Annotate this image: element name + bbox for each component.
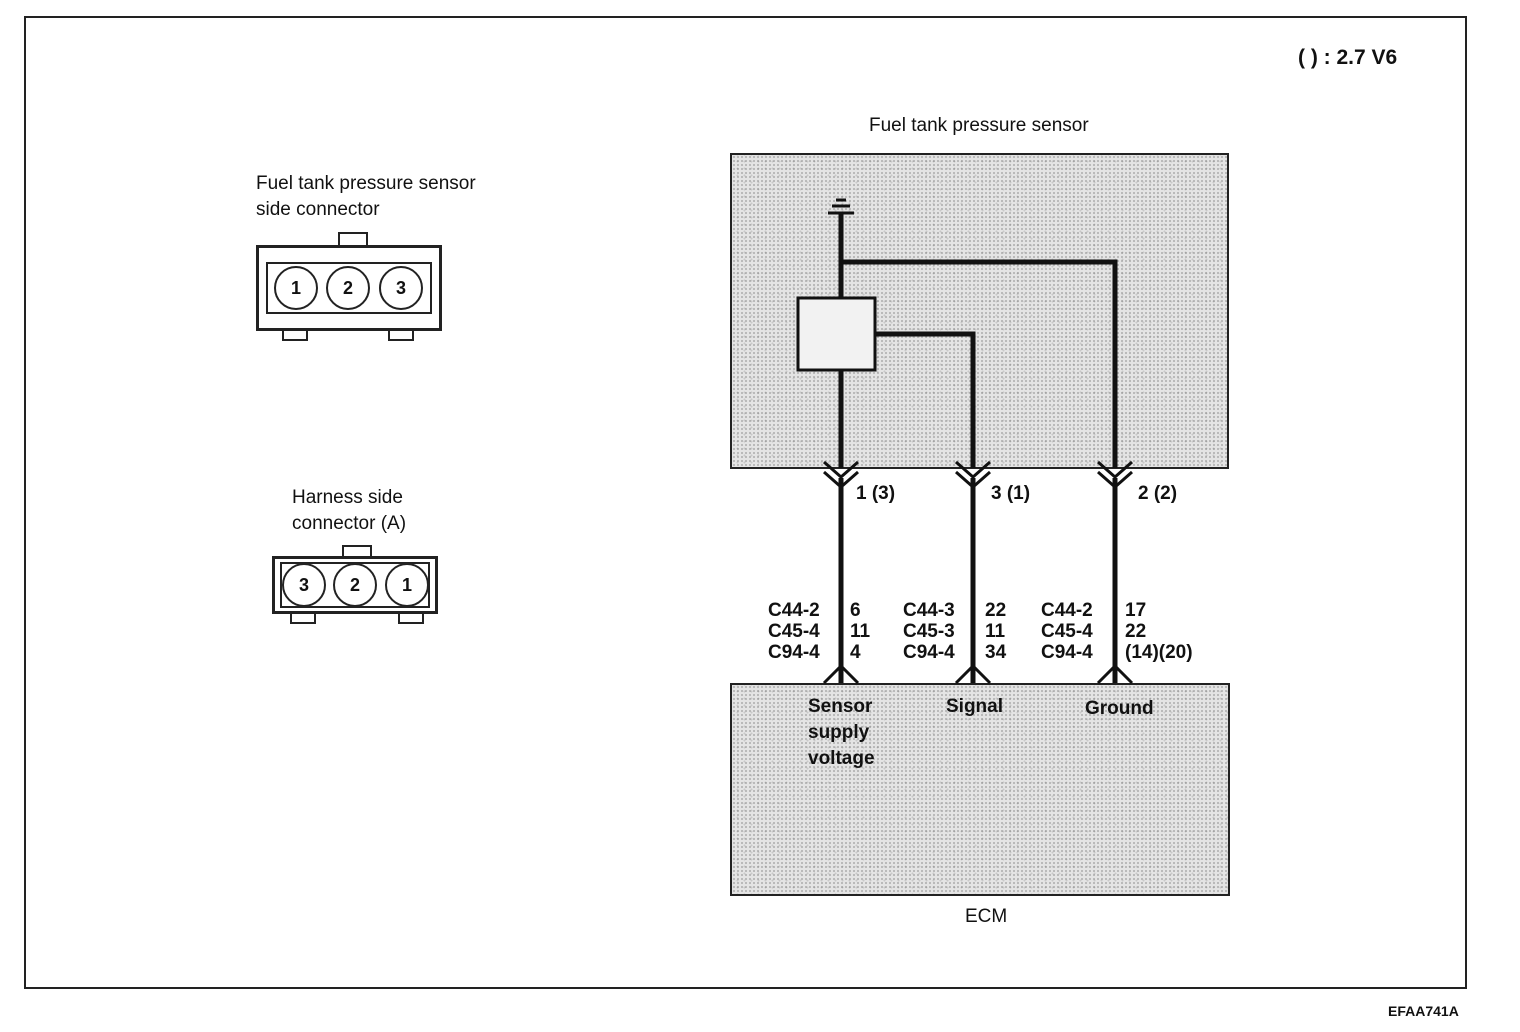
ecm-box [730,683,1230,896]
harness-pin-1: 1 [385,563,429,607]
ecm-chevron-2 [1096,663,1134,685]
ecm-label: ECM [965,906,1008,927]
wire-top-bus [839,259,1118,468]
terminal-label-2: 2 (2) [1138,483,1178,504]
figure-code: EFAA741A [1388,1003,1459,1019]
harness-connector-title-1: Harness side [292,487,403,508]
sensor-pin-1: 1 [274,266,318,310]
ecm-func-signal: Signal [946,696,1004,717]
wire-signal-internal [875,331,976,468]
connector-chevron-2 [1097,460,1133,480]
harness-pin-2: 2 [333,563,377,607]
terminal-label-1: 1 (3) [856,483,896,504]
diagram-frame [24,16,1467,989]
terminal-label-3: 3 (1) [991,483,1031,504]
sensor-connector-title-2: side connector [256,199,380,220]
ecm-func-ground: Ground [1085,698,1154,719]
ecm-chevron-1 [822,663,860,685]
sensor-pin-3: 3 [379,266,423,310]
variant-note: ( ) : 2.7 V6 [1298,46,1398,69]
harness-connector-title-2: connector (A) [292,513,407,534]
ecm-func-supply-3: voltage [808,748,875,769]
ecm-func-supply-2: supply [808,722,870,743]
connector-chevron-3 [955,460,991,480]
ecm-func-supply-1: Sensor [808,696,873,717]
sensor-element [796,296,877,372]
harness-pin-3: 3 [282,563,326,607]
sensor-connector-title-1: Fuel tank pressure sensor [256,173,476,194]
sensor-box-title: Fuel tank pressure sensor [869,115,1089,136]
connector-chevron-1 [823,460,859,480]
sensor-pin-2: 2 [326,266,370,310]
ground-symbol [828,198,854,215]
ecm-chevron-3 [954,663,992,685]
